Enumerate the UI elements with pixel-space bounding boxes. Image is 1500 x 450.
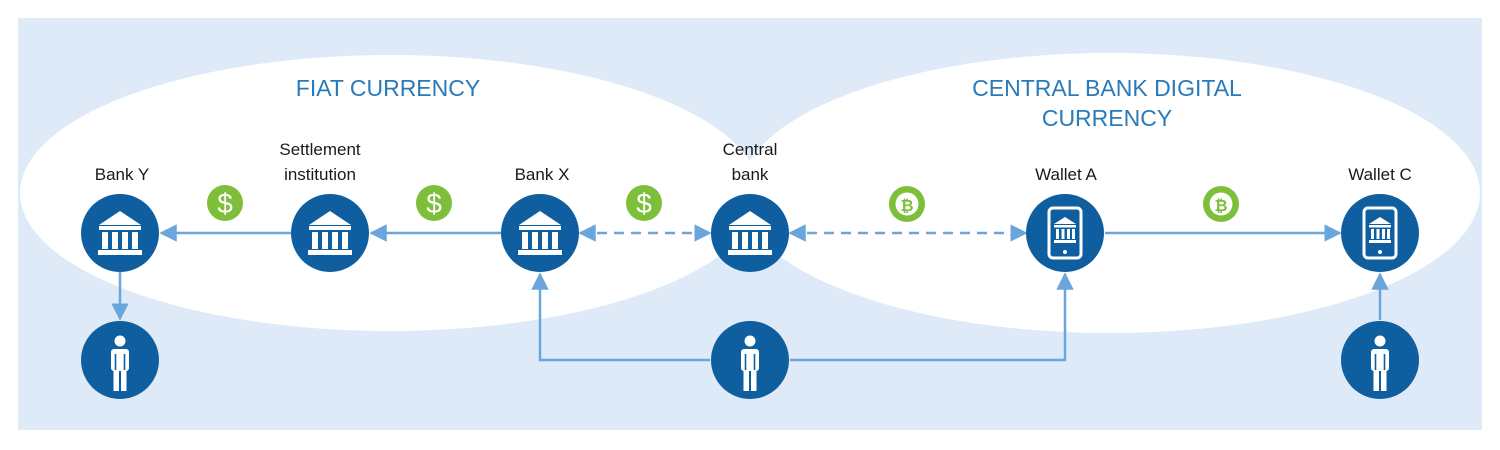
settlement-label-line2: institution <box>284 165 356 184</box>
person-right-node <box>1341 321 1419 399</box>
dollar-coin-icon: $ <box>416 185 452 221</box>
bitcoin-coin-icon: ₿ <box>889 186 925 222</box>
fiat-currency-title: FIAT CURRENCY <box>296 75 480 101</box>
connectors <box>111 224 1389 362</box>
wallet-c-label: Wallet C <box>1348 165 1412 184</box>
bitcoin-coin-icon: ₿ <box>1203 186 1239 222</box>
dollar-coin-icon: $ <box>626 185 662 221</box>
svg-text:$: $ <box>217 188 233 219</box>
svg-text:₿: ₿ <box>900 196 913 215</box>
svg-text:$: $ <box>426 188 442 219</box>
person-to-bank-x-arrow <box>531 272 710 362</box>
svg-text:₿: ₿ <box>1214 196 1227 215</box>
person-center-node <box>711 321 789 399</box>
central-bank-node <box>711 194 789 272</box>
bank-y-label: Bank Y <box>95 165 150 184</box>
dollar-coin-icon: $ <box>207 185 243 221</box>
settlement-institution-node <box>291 194 369 272</box>
central-bank-label-line2: bank <box>732 165 769 184</box>
wallet-c-node <box>1341 194 1419 272</box>
wallet-a-label: Wallet A <box>1035 165 1097 184</box>
bank-x-label: Bank X <box>515 165 570 184</box>
cbdc-region <box>740 53 1480 333</box>
bank-y-node <box>81 194 159 272</box>
person-left-node <box>81 321 159 399</box>
cbdc-title-line2: CURRENCY <box>1042 105 1172 131</box>
settlement-label-line1: Settlement <box>279 140 361 159</box>
svg-text:$: $ <box>636 188 652 219</box>
person-to-wallet-a-arrow <box>790 272 1074 362</box>
cbdc-title-line1: CENTRAL BANK DIGITAL <box>972 75 1242 101</box>
fiat-currency-region <box>20 55 760 331</box>
bank-x-node <box>501 194 579 272</box>
wallet-a-node <box>1026 194 1104 272</box>
central-bank-label-line1: Central <box>723 140 778 159</box>
